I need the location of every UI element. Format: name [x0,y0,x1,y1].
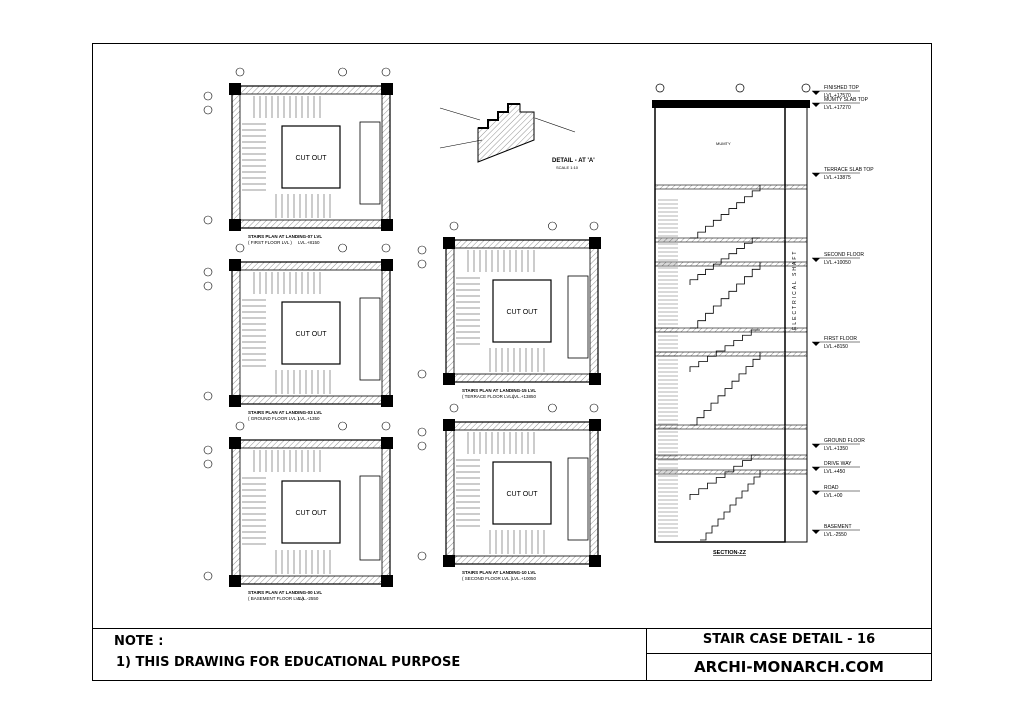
stair-flight [690,352,761,426]
level-marker: DRIVE WAY LVL.+450 [812,461,860,475]
plan-subcaption: ( GROUND FLOOR LVL ) [248,416,300,421]
plan-caption: STAIRS PLAN AT LANDING-07 LVL [248,234,322,239]
section-caption: SECTION-ZZ [713,550,747,556]
stair-flight [700,470,761,541]
cutout-label: CUT OUT [296,155,328,162]
detail-title: DETAIL - AT 'A' [552,158,595,164]
electrical-shaft-label: ELECTRICAL SHAFT [792,250,798,330]
level-name: SECOND FLOOR [824,252,864,258]
cutout-label: CUT OUT [507,309,539,316]
level-marker: FINISHED TOP LVL.+17570 [812,85,860,99]
stair-flight [690,262,761,329]
floor-slab [654,184,808,190]
level-value: LVL.+8150 [824,344,848,350]
level-value: LVL.+450 [824,469,845,475]
plan-caption: STAIRS PLAN AT LANDING-10 LVL [462,570,536,575]
detail-a: DETAIL - AT 'A' SCALE 1:10 [439,103,595,170]
level-value: LVL.+1350 [824,446,848,452]
mumty-label: MUMTY [716,141,731,146]
level-name: GROUND FLOOR [824,438,865,444]
floor-slab [654,351,808,357]
detail-scale: SCALE 1:10 [556,165,579,170]
level-marker: SECOND FLOOR LVL.+10050 [812,252,864,266]
level-value: LVL.-2550 [824,532,847,538]
website-name: ARCHI-MONARCH.COM [694,658,884,676]
plan-subcaption: ( SECOND FLOOR LVL ) [462,576,513,581]
level-marker: MUMTY SLAB TOP LVL.+17270 [812,97,869,111]
plan-subcaption: ( FIRST FLOOR LVL ) [248,240,292,245]
stair-plan-ground: CUT OUT STAIRS PLAN AT LANDING-03 LVL( GR… [203,243,393,421]
floor-slab [654,237,808,243]
cutout-label: CUT OUT [296,510,328,517]
stair-plan-basement: CUT OUT STAIRS PLAN AT LANDING-00 LVL( BA… [203,421,393,601]
floor-slab [654,454,808,460]
stair-flight [689,454,760,500]
plan-level: LVL.+1350 [298,416,320,421]
stair-flight [690,185,761,239]
section-zz: MUMTY ELECTRICAL SHAFT SECTION-ZZ FINISH… [652,83,874,556]
level-marker: ROAD LVL.+00 [812,485,860,499]
level-marker: GROUND FLOOR LVL.+1350 [812,438,865,452]
stair-flight [689,237,760,285]
floor-slab [654,424,808,430]
plan-subcaption: ( BASEMENT FLOOR LVL ) [248,596,304,601]
level-name: DRIVE WAY [824,461,852,467]
level-value: LVL.+10050 [824,260,851,266]
level-name: TERRACE SLAB TOP [824,167,874,173]
level-value: LVL.+00 [824,493,843,499]
level-value: LVL.+17570 [824,93,851,99]
level-marker: TERRACE SLAB TOP LVL.+13875 [812,167,874,181]
plan-level: LVL.+10050 [512,576,537,581]
title-divider [646,653,932,654]
plan-caption: STAIRS PLAN AT LANDING-03 LVL [248,410,322,415]
note-line: 1) THIS DRAWING FOR EDUCATIONAL PURPOSE [116,655,461,670]
plan-subcaption: ( TERRACE FLOOR LVL ) [462,394,515,399]
level-name: MUMTY SLAB TOP [824,97,869,103]
level-marker: BASEMENT LVL.-2550 [812,524,860,538]
note-box [92,628,647,681]
plan-caption: STAIRS PLAN AT LANDING-15 LVL [462,388,536,393]
level-name: FIRST FLOOR [824,336,857,342]
floor-slab [654,261,808,267]
title-box [646,628,932,681]
level-name: FINISHED TOP [824,85,859,91]
level-marker: FIRST FLOOR LVL.+8150 [812,336,860,350]
plan-level: LVL.-2550 [298,596,319,601]
stair-plan-second: CUT OUT STAIRS PLAN AT LANDING-10 LVL( SE… [417,403,601,581]
note-label: NOTE : [114,634,164,649]
drawing-sheet-border [92,43,932,681]
floor-slab [654,327,808,333]
level-value: LVL.+13875 [824,175,851,181]
stair-plan-first: CUT OUT STAIRS PLAN AT LANDING-07 LVL( FI… [203,67,393,245]
level-value: LVL.+17270 [824,105,851,111]
plan-level: LVL.+8150 [298,240,320,245]
plan-level: LVL.+13850 [512,394,537,399]
cutout-label: CUT OUT [296,331,328,338]
stair-flight [689,329,760,372]
plan-caption: STAIRS PLAN AT LANDING-00 LVL [248,590,322,595]
stair-plan-terrace: CUT OUT STAIRS PLAN AT LANDING-15 LVL( TE… [417,221,601,399]
level-name: BASEMENT [824,524,852,530]
cutout-label: CUT OUT [507,491,539,498]
level-name: ROAD [824,485,839,491]
sheet-title: STAIR CASE DETAIL - 16 [702,632,876,647]
